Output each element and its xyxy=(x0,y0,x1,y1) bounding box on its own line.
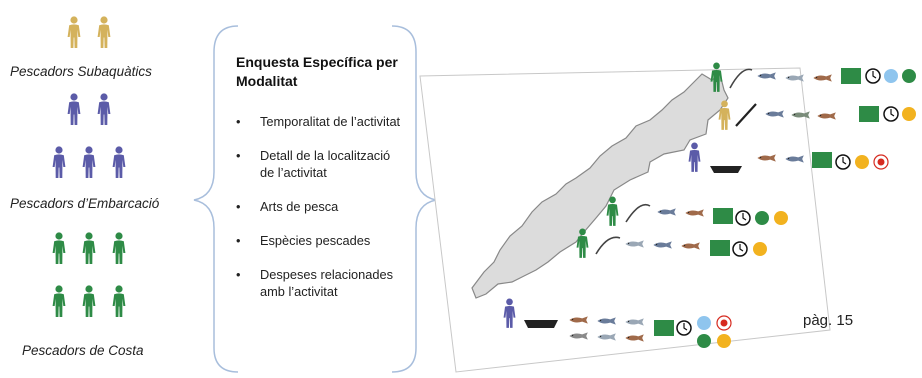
person-icon xyxy=(82,232,96,264)
sun-icon xyxy=(902,107,916,121)
money-icon xyxy=(713,208,733,224)
speargun-icon xyxy=(735,103,757,127)
money-icon xyxy=(654,320,674,336)
sun-icon xyxy=(753,242,767,256)
person-icon xyxy=(82,146,96,178)
map-row-1 xyxy=(710,62,916,92)
left-brace xyxy=(193,25,239,373)
fishing-rod-icon xyxy=(595,236,621,255)
survey-title: Enquesta Específica per Modalitat xyxy=(236,54,398,89)
map-row-2 xyxy=(718,100,916,130)
page-number: pàg. 15 xyxy=(803,312,854,329)
money-icon xyxy=(859,106,879,122)
fish-icon xyxy=(813,74,832,82)
map-row-5 xyxy=(576,228,767,258)
map-frame xyxy=(419,67,831,373)
sun-icon xyxy=(717,334,731,348)
person-icon xyxy=(52,285,66,317)
money-icon xyxy=(841,68,861,84)
fishing-rod-icon xyxy=(729,68,753,89)
person-icon xyxy=(52,232,66,264)
fish-icon xyxy=(817,112,836,120)
person-icon xyxy=(97,16,111,48)
leaf-season-icon xyxy=(697,334,711,348)
boat-icon xyxy=(524,320,558,328)
person-icon xyxy=(112,146,126,178)
person-icon xyxy=(112,285,126,317)
leaf-season-icon xyxy=(755,211,769,225)
boat-fisher-label: Pescadors d’Embarcació xyxy=(10,196,160,211)
leaf-season-icon xyxy=(902,69,916,83)
survey-item: Espècies pescades xyxy=(236,232,406,249)
person-icon xyxy=(67,93,81,125)
survey-item: Detall de la localització de l’activitat xyxy=(236,147,406,181)
fishing-rod-icon xyxy=(625,203,651,223)
spearfisher-label: Pescadors Subaquàtics xyxy=(10,64,152,79)
coastline-map xyxy=(471,72,729,299)
survey-list: Temporalitat de l’activitat Detall de la… xyxy=(236,113,406,317)
money-icon xyxy=(812,152,832,168)
person-icon xyxy=(82,285,96,317)
person-icon xyxy=(67,16,81,48)
person-icon xyxy=(52,146,66,178)
map-row-3 xyxy=(688,142,889,173)
map-panel xyxy=(419,67,831,373)
map-row-4 xyxy=(606,196,788,226)
boat-icon xyxy=(710,166,742,173)
person-icon xyxy=(97,93,111,125)
sun-icon xyxy=(774,211,788,225)
shore-fisher-label: Pescadors de Costa xyxy=(22,343,144,358)
shore-fisher-group xyxy=(52,232,126,317)
sun-icon xyxy=(855,155,869,169)
survey-item: Despeses relacionades amb l’activitat xyxy=(236,266,406,300)
boat-fisher-group xyxy=(52,93,126,178)
survey-item: Arts de pesca xyxy=(236,198,406,215)
snowflake-icon xyxy=(697,316,711,330)
person-icon xyxy=(112,232,126,264)
spearfisher-group xyxy=(67,16,111,48)
snowflake-icon xyxy=(884,69,898,83)
survey-item: Temporalitat de l’activitat xyxy=(236,113,406,130)
money-icon xyxy=(710,240,730,256)
map-row-6 xyxy=(503,298,732,348)
